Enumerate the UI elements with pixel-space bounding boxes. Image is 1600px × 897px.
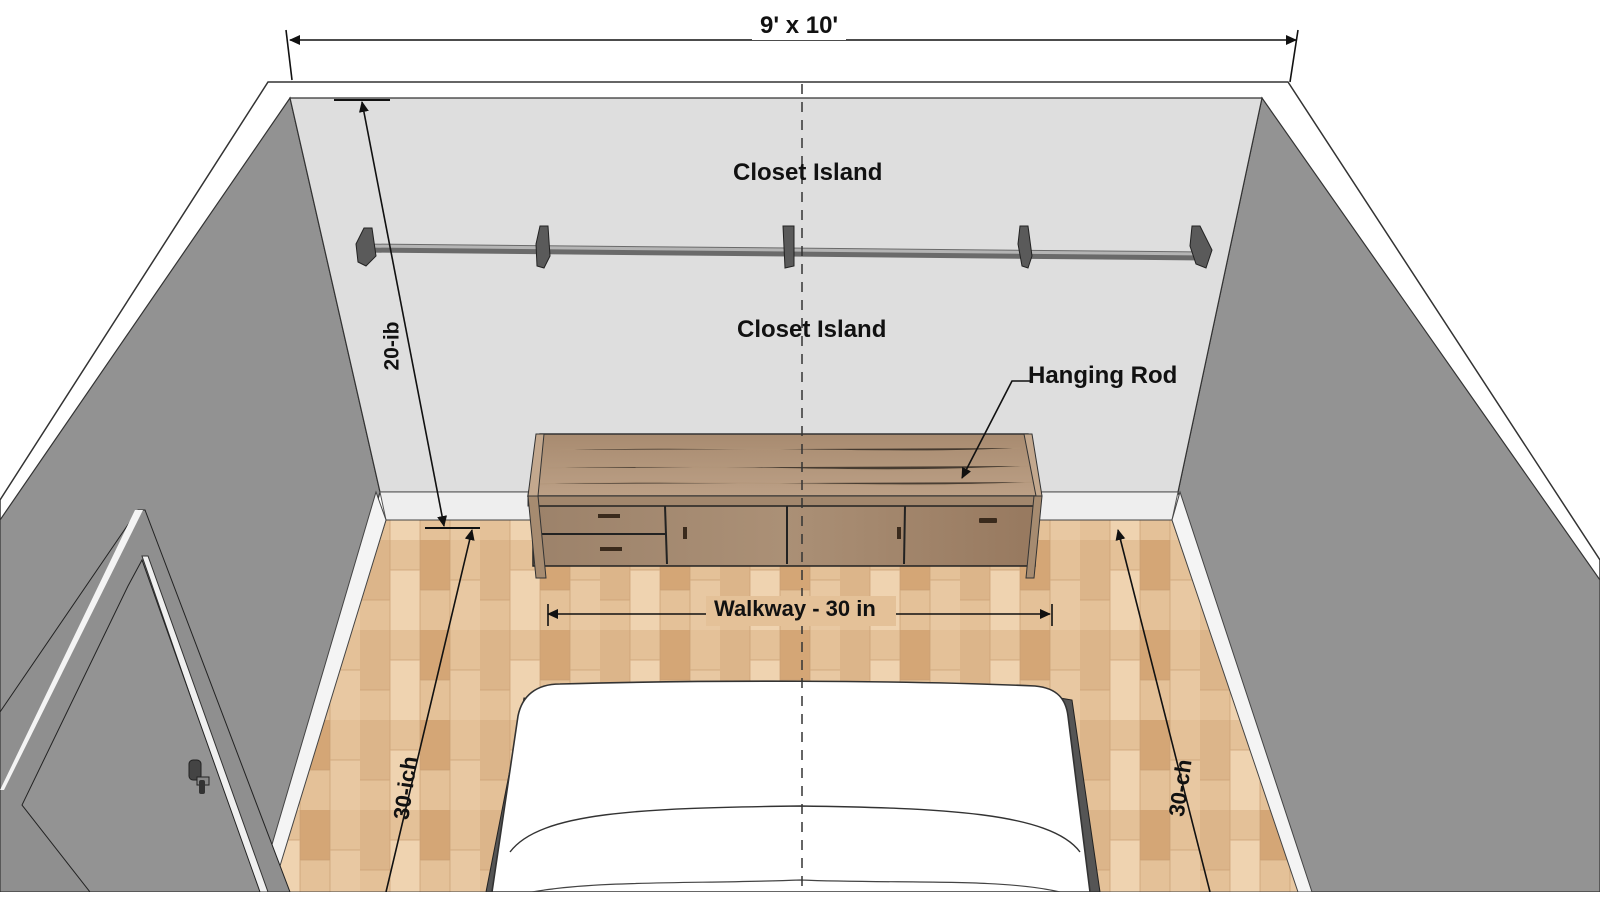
hanging-rod-leader bbox=[961, 380, 1030, 479]
door-pull bbox=[979, 518, 997, 523]
wall-height-dimension bbox=[334, 99, 480, 529]
door-handle-icon[interactable] bbox=[188, 759, 210, 794]
hanging-rod bbox=[357, 243, 1210, 261]
closet-island bbox=[527, 433, 1043, 579]
door[interactable] bbox=[0, 509, 291, 893]
drawer-pull bbox=[600, 547, 622, 551]
back-wall bbox=[289, 97, 1263, 493]
wall-height-label: 20-ib bbox=[380, 321, 404, 371]
closet-island-label-upper: Closet Island bbox=[733, 159, 883, 186]
drawer-pull bbox=[598, 514, 620, 518]
closet-island-label-lower: Closet Island bbox=[737, 316, 887, 343]
hanging-rod-label: Hanging Rod bbox=[1028, 362, 1178, 389]
overall-dimension-line bbox=[285, 29, 1299, 83]
walkway-label: Walkway - 30 in bbox=[714, 596, 876, 621]
right-floor-dimension bbox=[1115, 529, 1211, 893]
door-pull bbox=[897, 527, 901, 539]
door-pull bbox=[683, 527, 687, 539]
overall-dimension-label: 9' x 10' bbox=[752, 12, 847, 40]
bed bbox=[485, 680, 1101, 893]
left-floor-dimension bbox=[385, 529, 475, 893]
